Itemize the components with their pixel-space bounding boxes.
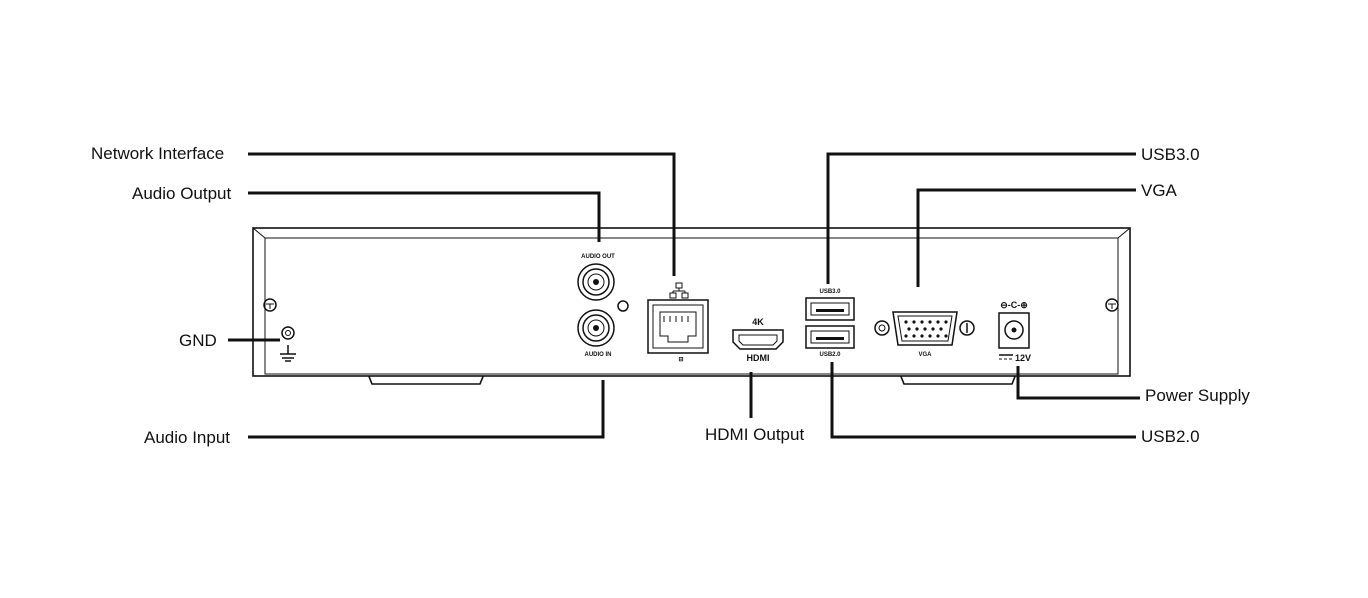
gnd-callout: GND <box>179 331 217 350</box>
audio-in-jack <box>577 309 615 347</box>
network-port-label: ⊟ <box>678 357 683 363</box>
network-interface-leader <box>248 152 676 276</box>
gnd-terminal <box>281 326 295 340</box>
vga-port <box>874 311 975 346</box>
network-interface-callout: Network Interface <box>91 144 224 163</box>
usb20-port <box>805 325 855 349</box>
hdmi-logo-label: HDMI <box>747 353 770 363</box>
power-supply-leader <box>1016 366 1140 400</box>
audio-input-callout: Audio Input <box>144 428 230 447</box>
vga-panel-label: VGA <box>918 352 932 358</box>
ground-symbol-icon <box>280 345 296 362</box>
vga-leader <box>916 188 1136 287</box>
screw-icon <box>1105 298 1119 312</box>
power-supply-callout: Power Supply <box>1145 386 1250 405</box>
network-port <box>647 299 709 354</box>
usb20-panel-label: USB2.0 <box>819 352 841 358</box>
audio-out-jack <box>577 263 615 301</box>
panel-housing <box>252 227 1131 377</box>
usb20-callout: USB2.0 <box>1141 427 1200 446</box>
device-rear-panel: AUDIO OUT AUDIO IN <box>252 227 1131 385</box>
audio-led <box>617 300 629 312</box>
usb30-port <box>805 297 855 321</box>
audio-output-leader <box>248 191 601 242</box>
audio-in-panel-label: AUDIO IN <box>585 352 612 358</box>
usb20-leader <box>830 362 1136 439</box>
network-symbol-icon <box>669 282 689 299</box>
hdmi-port <box>732 329 784 350</box>
power-jack <box>998 312 1030 349</box>
callout-labels: Network Interface Audio Output GND Audio… <box>91 144 1250 447</box>
vga-callout: VGA <box>1141 181 1178 200</box>
usb30-callout: USB3.0 <box>1141 145 1200 164</box>
power-polarity-label: ⊖-C-⊕ <box>1000 300 1028 310</box>
hdmi-output-callout: HDMI Output <box>705 425 804 444</box>
power-rating-label: 12V <box>1015 353 1031 363</box>
dc-symbol-icon <box>999 354 1013 360</box>
leader-lines <box>228 152 1140 439</box>
usb30-panel-label: USB3.0 <box>819 289 841 295</box>
audio-out-panel-label: AUDIO OUT <box>581 254 615 260</box>
audio-input-leader <box>248 380 605 439</box>
usb30-leader <box>826 152 1136 284</box>
audio-output-callout: Audio Output <box>132 184 232 203</box>
hdmi-4k-label: 4K <box>752 317 764 327</box>
screw-icon <box>263 298 277 312</box>
